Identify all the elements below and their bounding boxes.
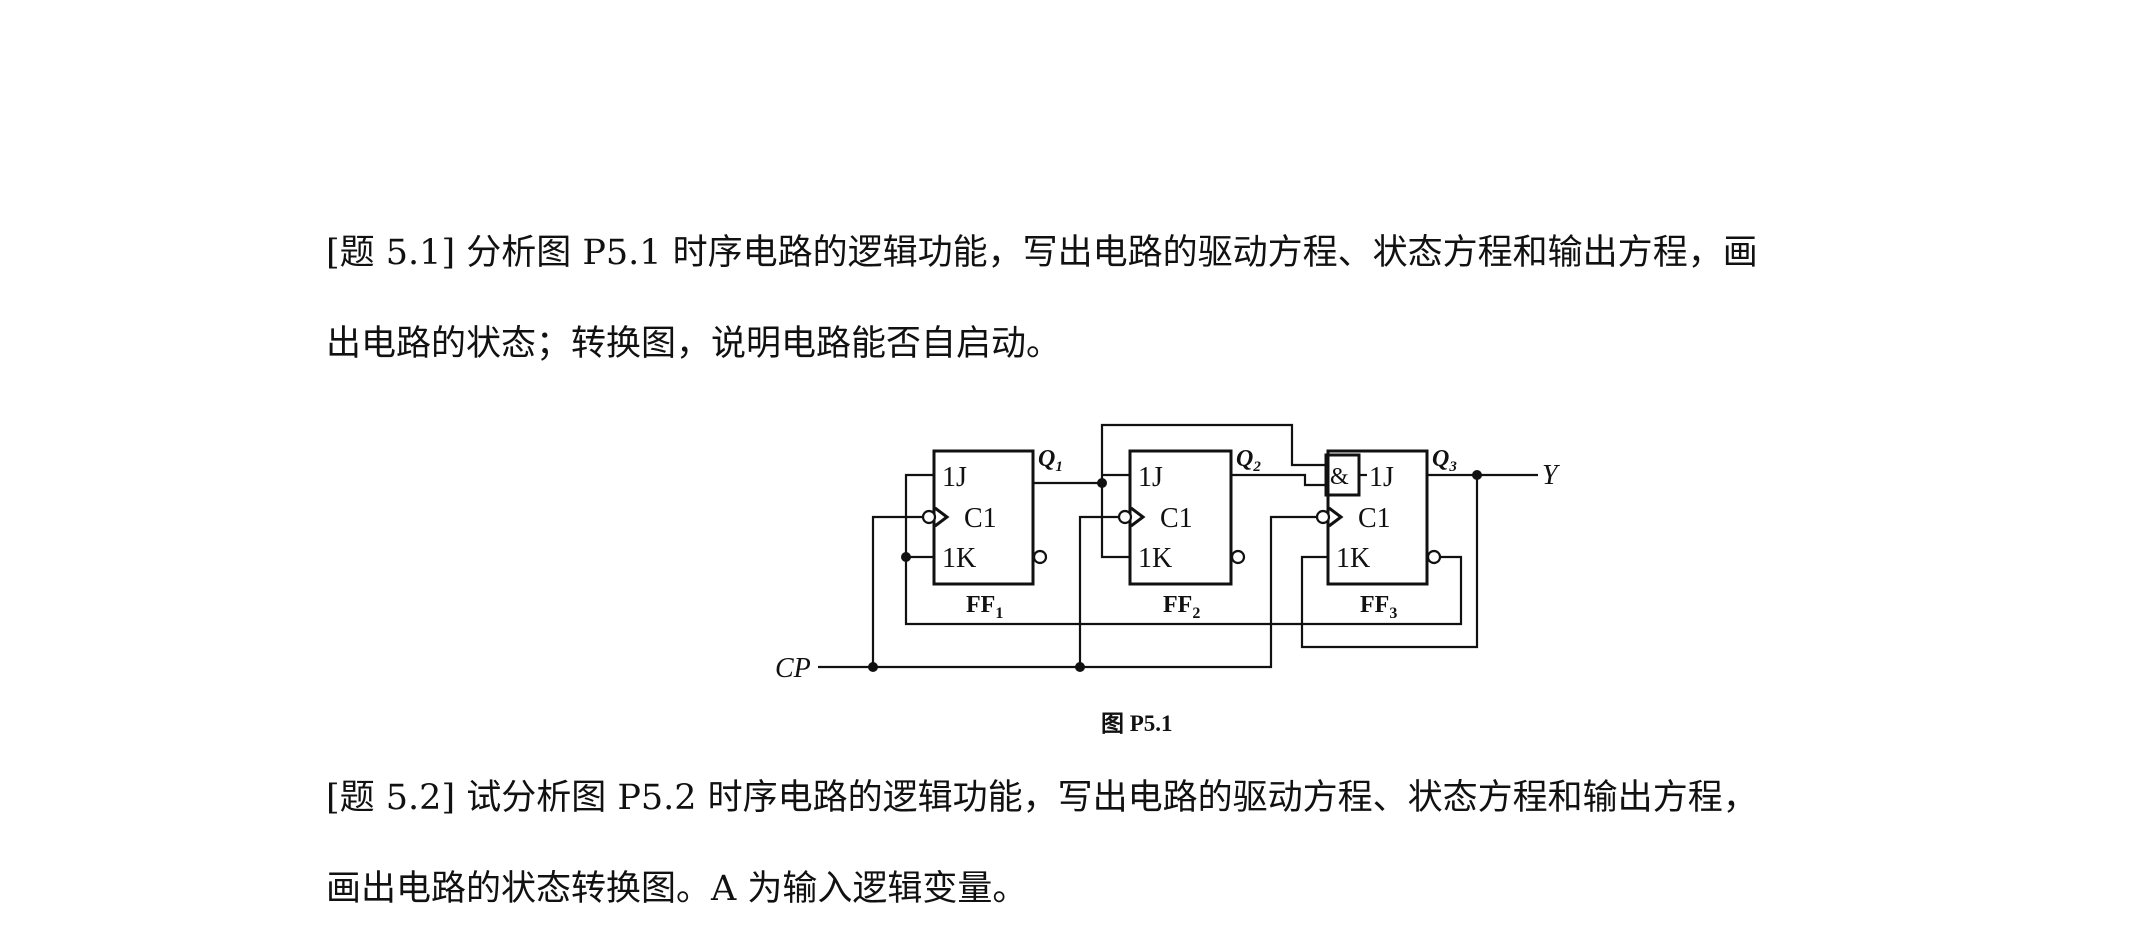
ff2-qbar-bubble	[1230, 549, 1246, 565]
ff1-clock-triangle	[934, 506, 950, 528]
circuit-diagram-p5-1: 1J C1 1K FF1 Q1 1J C1 1K FF2 Q2 & 1J C1 …	[775, 423, 1561, 736]
problem-5-1-line-2: 出电路的状态；转换图，说明电路能否自启动。	[326, 324, 1062, 364]
ff3-clock-bubble	[1315, 509, 1331, 525]
ff2-k-label: 1K	[1138, 543, 1172, 574]
cp-to-ff1	[871, 515, 923, 667]
junction-dot	[868, 662, 878, 672]
ff2-clock-triangle	[1130, 506, 1146, 528]
junction-dot	[901, 552, 911, 562]
q1-label: Q1	[1038, 446, 1063, 475]
cp-to-ff2	[1078, 515, 1119, 667]
problem-5-1: [题 5.1] 分析图 P5.1 时序电路的逻辑功能，写出电路的驱动方程、状态方…	[326, 208, 1866, 390]
ff1-c-label: C1	[964, 503, 997, 534]
ff1-clock-bubble	[921, 509, 937, 525]
junction-dot	[1472, 470, 1482, 480]
q1-line	[1033, 481, 1130, 559]
ff1-jk-feedback	[904, 473, 1463, 626]
ff3-clock-triangle	[1328, 506, 1344, 528]
problem-5-2-line-1: [题 5.2] 试分析图 P5.2 时序电路的逻辑功能，写出电路的驱动方程、状态…	[326, 778, 1758, 818]
problem-5-1-line-1: [题 5.1] 分析图 P5.1 时序电路的逻辑功能，写出电路的驱动方程、状态方…	[326, 233, 1758, 273]
ff2-clock-bubble	[1117, 509, 1133, 525]
ff1-name: FF1	[966, 592, 1003, 622]
cp-line	[818, 515, 1317, 669]
ff3-name: FF3	[1360, 592, 1397, 622]
junction-dot	[1097, 478, 1107, 488]
ff2-c-label: C1	[1160, 503, 1193, 534]
ff1-qbar-bubble	[1032, 549, 1048, 565]
ff3-k-loop	[1300, 475, 1479, 649]
ff3-k-label: 1K	[1336, 543, 1370, 574]
problem-5-2-line-2: 画出电路的状态转换图。A 为输入逻辑变量。	[326, 869, 1028, 909]
q2-to-and	[1231, 473, 1326, 487]
y-output-label: Y	[1542, 460, 1561, 491]
ff3-qbar-bubble	[1426, 549, 1442, 565]
figure-caption: 图 P5.1	[1101, 711, 1173, 736]
ff2-j-label: 1J	[1138, 462, 1163, 493]
problem-5-2: [题 5.2] 试分析图 P5.2 时序电路的逻辑功能，写出电路的驱动方程、状态…	[326, 753, 1866, 935]
ff3-c-label: C1	[1358, 503, 1391, 534]
q2-label: Q2	[1236, 446, 1261, 475]
ff1-j-label: 1J	[942, 462, 967, 493]
q1-to-and	[1100, 423, 1326, 483]
and-gate-label: &	[1330, 464, 1349, 490]
ff3-j-label: 1J	[1369, 462, 1394, 493]
junction-dot	[1075, 662, 1085, 672]
ff2-name: FF2	[1163, 592, 1200, 622]
ff1-k-label: 1K	[942, 543, 976, 574]
q3-label: Q3	[1432, 446, 1457, 475]
cp-label: CP	[775, 653, 811, 684]
